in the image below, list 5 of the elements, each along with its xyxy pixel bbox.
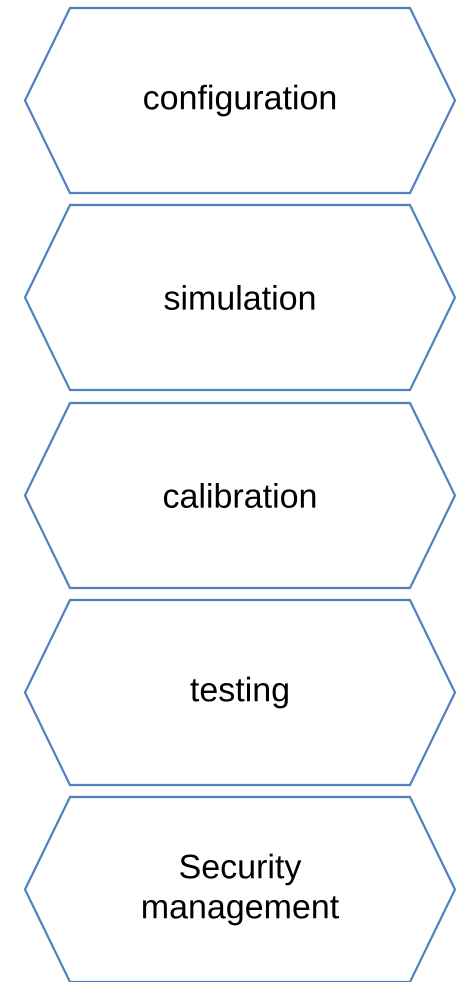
hexagon-box: testing: [24, 598, 456, 786]
hexagon-box: calibration: [24, 402, 456, 590]
hexagon-box: Security management: [24, 796, 456, 982]
hexagon-box: simulation: [24, 204, 456, 392]
hexagon-box: configuration: [24, 6, 456, 194]
